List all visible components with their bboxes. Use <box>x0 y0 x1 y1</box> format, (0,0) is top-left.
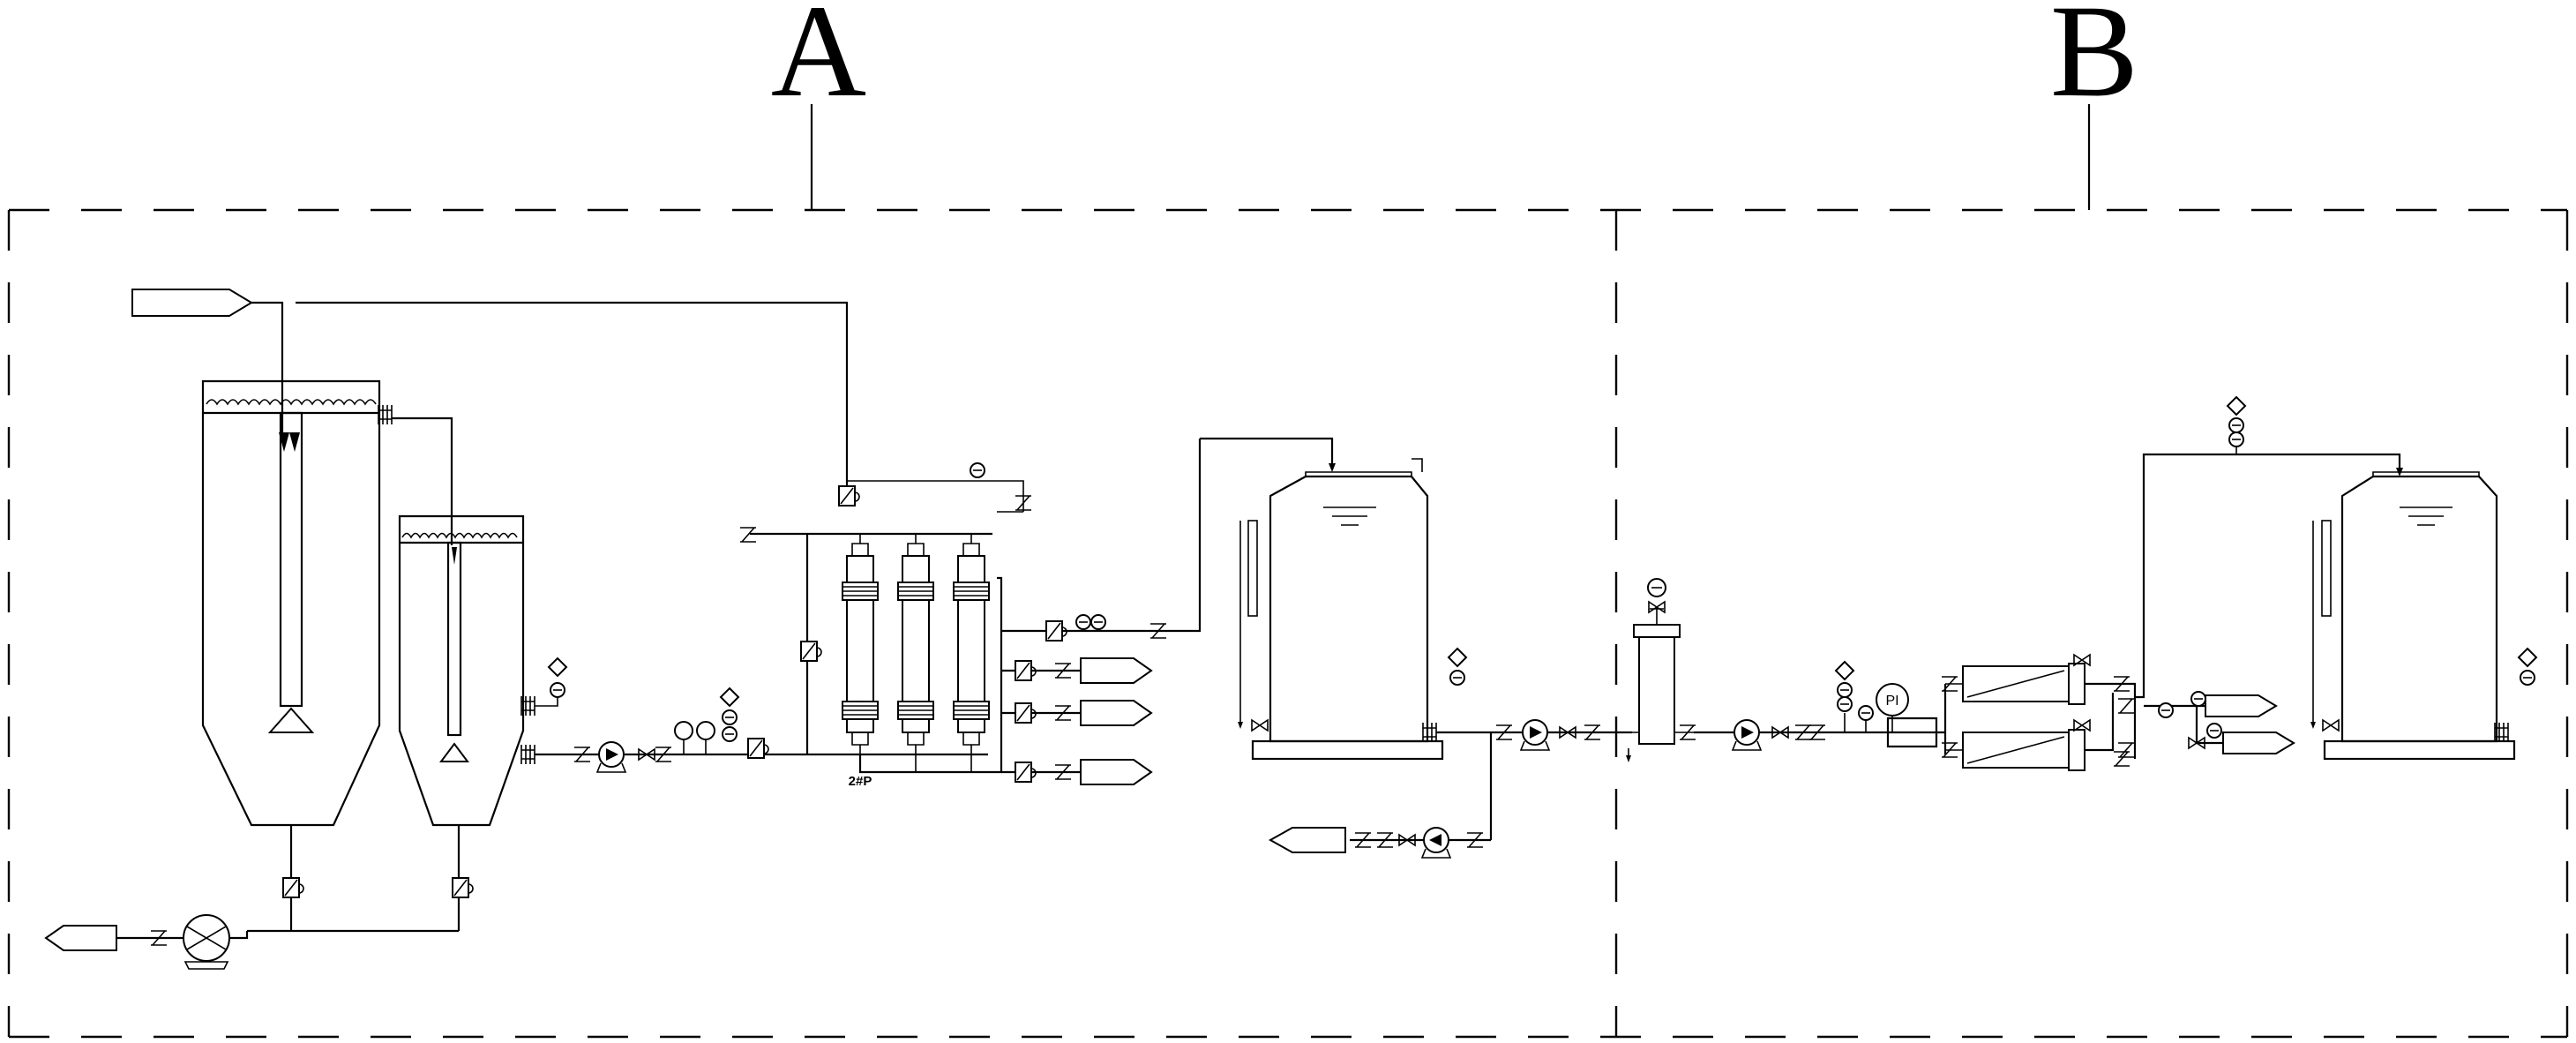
pressure-gauge-tag: PI <box>1885 694 1898 709</box>
uf-module-1 <box>842 543 879 746</box>
product-tank-a <box>1238 458 1444 761</box>
cartridge-filter <box>1626 578 1694 762</box>
product-tank-b <box>2310 471 2516 761</box>
zone-b-label: B <box>2050 0 2138 124</box>
uf-module-2 <box>897 543 934 746</box>
uf-group-tag: 2#P <box>849 774 872 789</box>
sludge-pump <box>183 914 230 970</box>
concentrate-outlet-2 <box>2222 732 2295 754</box>
feed-inlet-arrow <box>131 289 253 317</box>
uf-module-3 <box>953 543 990 746</box>
sludge-outlet-arrow <box>44 925 117 951</box>
zone-a-label: A <box>771 0 866 124</box>
zone-a: 2#P <box>44 289 1632 970</box>
zone-b: PI <box>1626 396 2537 771</box>
concentrate-outlet-1 <box>2205 694 2278 717</box>
settling-tank-1 <box>201 379 393 827</box>
settling-tank-2 <box>398 514 535 827</box>
ro-membrane-1 <box>1962 663 2086 705</box>
ro-membrane-2 <box>1962 729 2086 771</box>
backwash-outlet-arrow <box>1268 827 1346 853</box>
zone-boundaries <box>7 208 2569 1039</box>
